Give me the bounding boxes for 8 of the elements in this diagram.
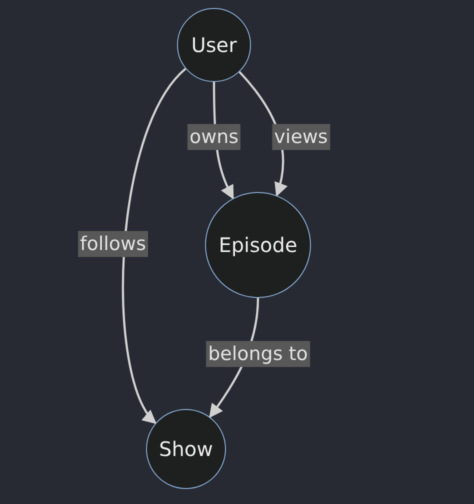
node-label: Show — [159, 437, 213, 461]
edge-label: belongs to — [206, 341, 310, 367]
edge-label: owns — [187, 124, 241, 150]
arrow — [122, 68, 186, 424]
node-label: User — [191, 33, 237, 57]
edge-label: views — [272, 124, 330, 150]
node-label: Episode — [218, 233, 298, 257]
edge-label: follows — [78, 231, 148, 257]
